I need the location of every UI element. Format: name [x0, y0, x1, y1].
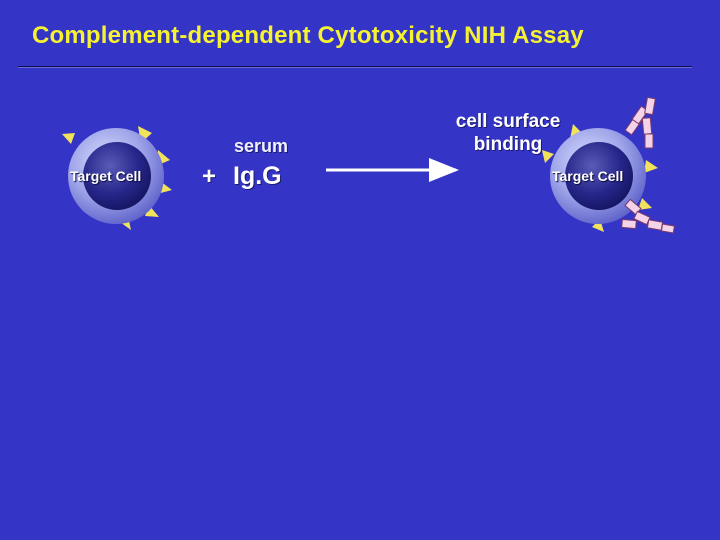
reaction-label-line1: cell surface	[455, 111, 561, 132]
left-cell-label: Target Cell	[70, 168, 142, 184]
antibody-icon	[621, 198, 676, 234]
right-target-cell	[542, 96, 676, 234]
reaction-label-line2: binding	[473, 134, 543, 155]
serum-label: serum	[234, 136, 289, 156]
title-divider	[18, 66, 692, 68]
reaction-label: cell surface binding	[440, 110, 576, 156]
igg-label: Ig.G	[233, 162, 282, 190]
slide-title: Complement-dependent Cytotoxicity NIH As…	[32, 22, 584, 49]
nucleus	[565, 142, 633, 210]
nucleus	[83, 142, 151, 210]
left-target-cell	[62, 126, 172, 230]
antibody-icon	[624, 96, 656, 149]
right-cell-label: Target Cell	[552, 168, 624, 184]
plus-sign: +	[202, 163, 217, 190]
